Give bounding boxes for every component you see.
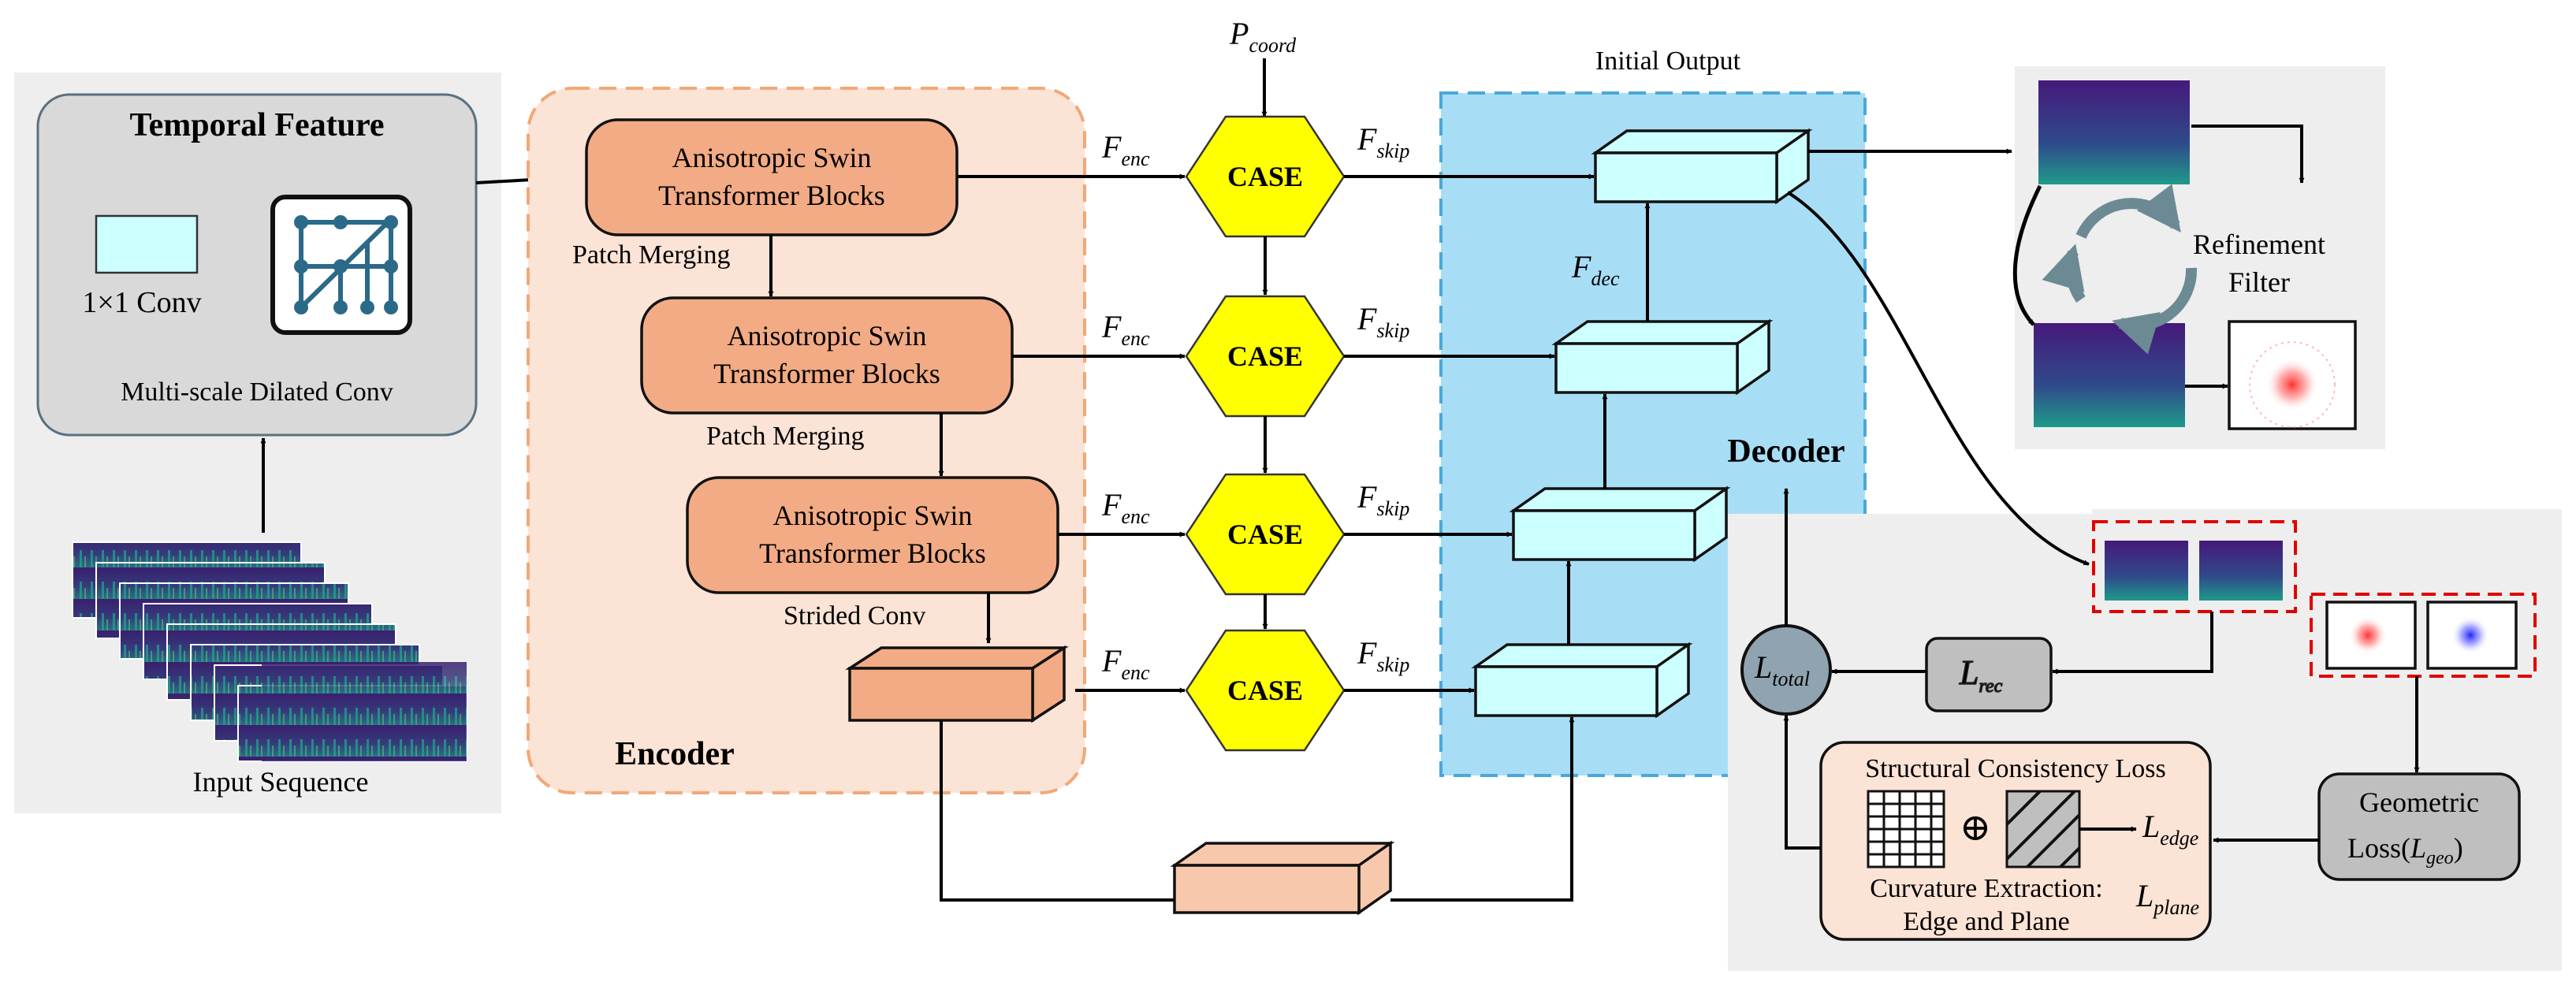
output-pair-heatmap-1 (2105, 541, 2188, 601)
temporal-feature-title: Temporal Feature (129, 107, 384, 143)
conv-1x1-square (95, 214, 199, 274)
refinement-curve-arrow (2012, 184, 2042, 326)
encoder-region (527, 87, 1086, 794)
strided-conv-label: Strided Conv (784, 601, 925, 630)
bottleneck-to-decoder-arrow (1390, 716, 1575, 902)
bottleneck-path (940, 720, 1174, 902)
swin-block-2-line2: Transformer Blocks (713, 358, 940, 389)
f-enc-label-1: Fenc (1101, 129, 1150, 170)
output-pair-dashed-box (2092, 520, 2297, 613)
encoder-bottleneck-cube (845, 645, 1069, 723)
swin-block-1-line1: Anisotropic Swin (672, 142, 871, 173)
refinement-heatmap-top (2038, 80, 2190, 184)
f-dec-label: Fdec (1571, 249, 1620, 290)
patch-merging-1-label: Patch Merging (572, 240, 731, 270)
svg-text:CASE: CASE (1227, 161, 1303, 192)
structural-to-ltotal-arrow (1783, 715, 1821, 850)
bottleneck-cube (1170, 840, 1395, 916)
f-skip-label-4: Fskip (1357, 635, 1409, 676)
conv-1x1-label: 1×1 Conv (82, 286, 201, 319)
decoder-cube-1 (1591, 128, 1813, 205)
edge-plane-label: Edge and Plane (1903, 907, 2070, 936)
decoder-label: Decoder (1727, 433, 1845, 470)
refinement-label-line2: Filter (2228, 266, 2290, 298)
pointcloud-blue (2426, 601, 2518, 670)
svg-text:CASE: CASE (1227, 675, 1303, 706)
decoder-cube-4 (1471, 642, 1693, 719)
swin-block-2 (640, 296, 1014, 415)
swin-block-1-line2: Transformer Blocks (658, 180, 885, 211)
dilated-conv-icon (270, 195, 412, 335)
swin-block-3-line2: Transformer Blocks (759, 537, 986, 569)
f-skip-label-3: Fskip (1357, 479, 1409, 520)
input-sequence-label: Input Sequence (193, 766, 369, 798)
curvature-label: Curvature Extraction: (1870, 874, 2103, 903)
geometric-loss-formula: Loss(Lgeo) (2347, 832, 2463, 868)
refinement-down-arrow (2191, 125, 2305, 184)
geometric-loss-box (2317, 772, 2521, 881)
case-module-4: CASE (1185, 629, 1346, 752)
decoder-to-loss-curve (1786, 191, 2090, 566)
geometric-label: Geometric (2359, 787, 2479, 818)
f-skip-label-1: Fskip (1357, 121, 1409, 162)
oplus-symbol: ⊕ (1960, 807, 1991, 849)
svg-text:CASE: CASE (1227, 340, 1303, 372)
dilated-conv-label: Multi-scale Dilated Conv (121, 377, 393, 407)
f-enc-label-4: Fenc (1101, 643, 1150, 684)
f-enc-label-2: Fenc (1101, 309, 1150, 350)
l-edge-symbol: Ledge (2142, 809, 2198, 850)
initial-output-label: Initial Output (1595, 46, 1741, 76)
p-coord-symbol: Pcoord (1229, 16, 1297, 57)
refinement-label-line1: Refinement (2193, 229, 2325, 260)
case-module-2: CASE (1185, 295, 1346, 418)
decoder-cube-2 (1551, 318, 1774, 396)
refinement-heatmap-bottom (2034, 323, 2185, 427)
pointcloud-pair-dashed-box (2310, 593, 2537, 678)
refinement-cycle-icon (2042, 184, 2198, 355)
grid-icon (1867, 790, 1945, 868)
temporal-feature-box (36, 93, 478, 437)
l-rec-box (1925, 637, 2053, 712)
patch-merging-2-label: Patch Merging (706, 422, 865, 451)
swin-block-1 (585, 118, 959, 236)
svg-text:CASE: CASE (1227, 519, 1303, 550)
structural-loss-title: Structural Consistency Loss (1865, 754, 2166, 783)
refinement-pointcloud (2228, 320, 2357, 430)
f-enc-label-3: Fenc (1101, 487, 1150, 528)
l-rec-symbol: Lrec (1959, 653, 2003, 697)
decoder-cube-3 (1509, 485, 1731, 563)
f-skip-label-2: Fskip (1357, 301, 1409, 342)
swin-block-3-line1: Anisotropic Swin (772, 500, 972, 531)
input-sequence-stack (72, 541, 467, 762)
swin-block-3 (686, 476, 1059, 594)
case-module-1: CASE (1185, 115, 1346, 238)
case-module-3: CASE (1185, 473, 1346, 596)
l-total-symbol: Ltotal (1754, 649, 1810, 690)
l-plane-symbol: Lplane (2135, 878, 2199, 919)
pair-to-lrec-arrow (2052, 612, 2213, 675)
hatch-icon (2005, 790, 2081, 868)
output-pair-heatmap-2 (2199, 541, 2283, 601)
pointcloud-red (2325, 601, 2417, 670)
swin-block-2-line1: Anisotropic Swin (727, 320, 926, 351)
encoder-label: Encoder (615, 736, 735, 772)
